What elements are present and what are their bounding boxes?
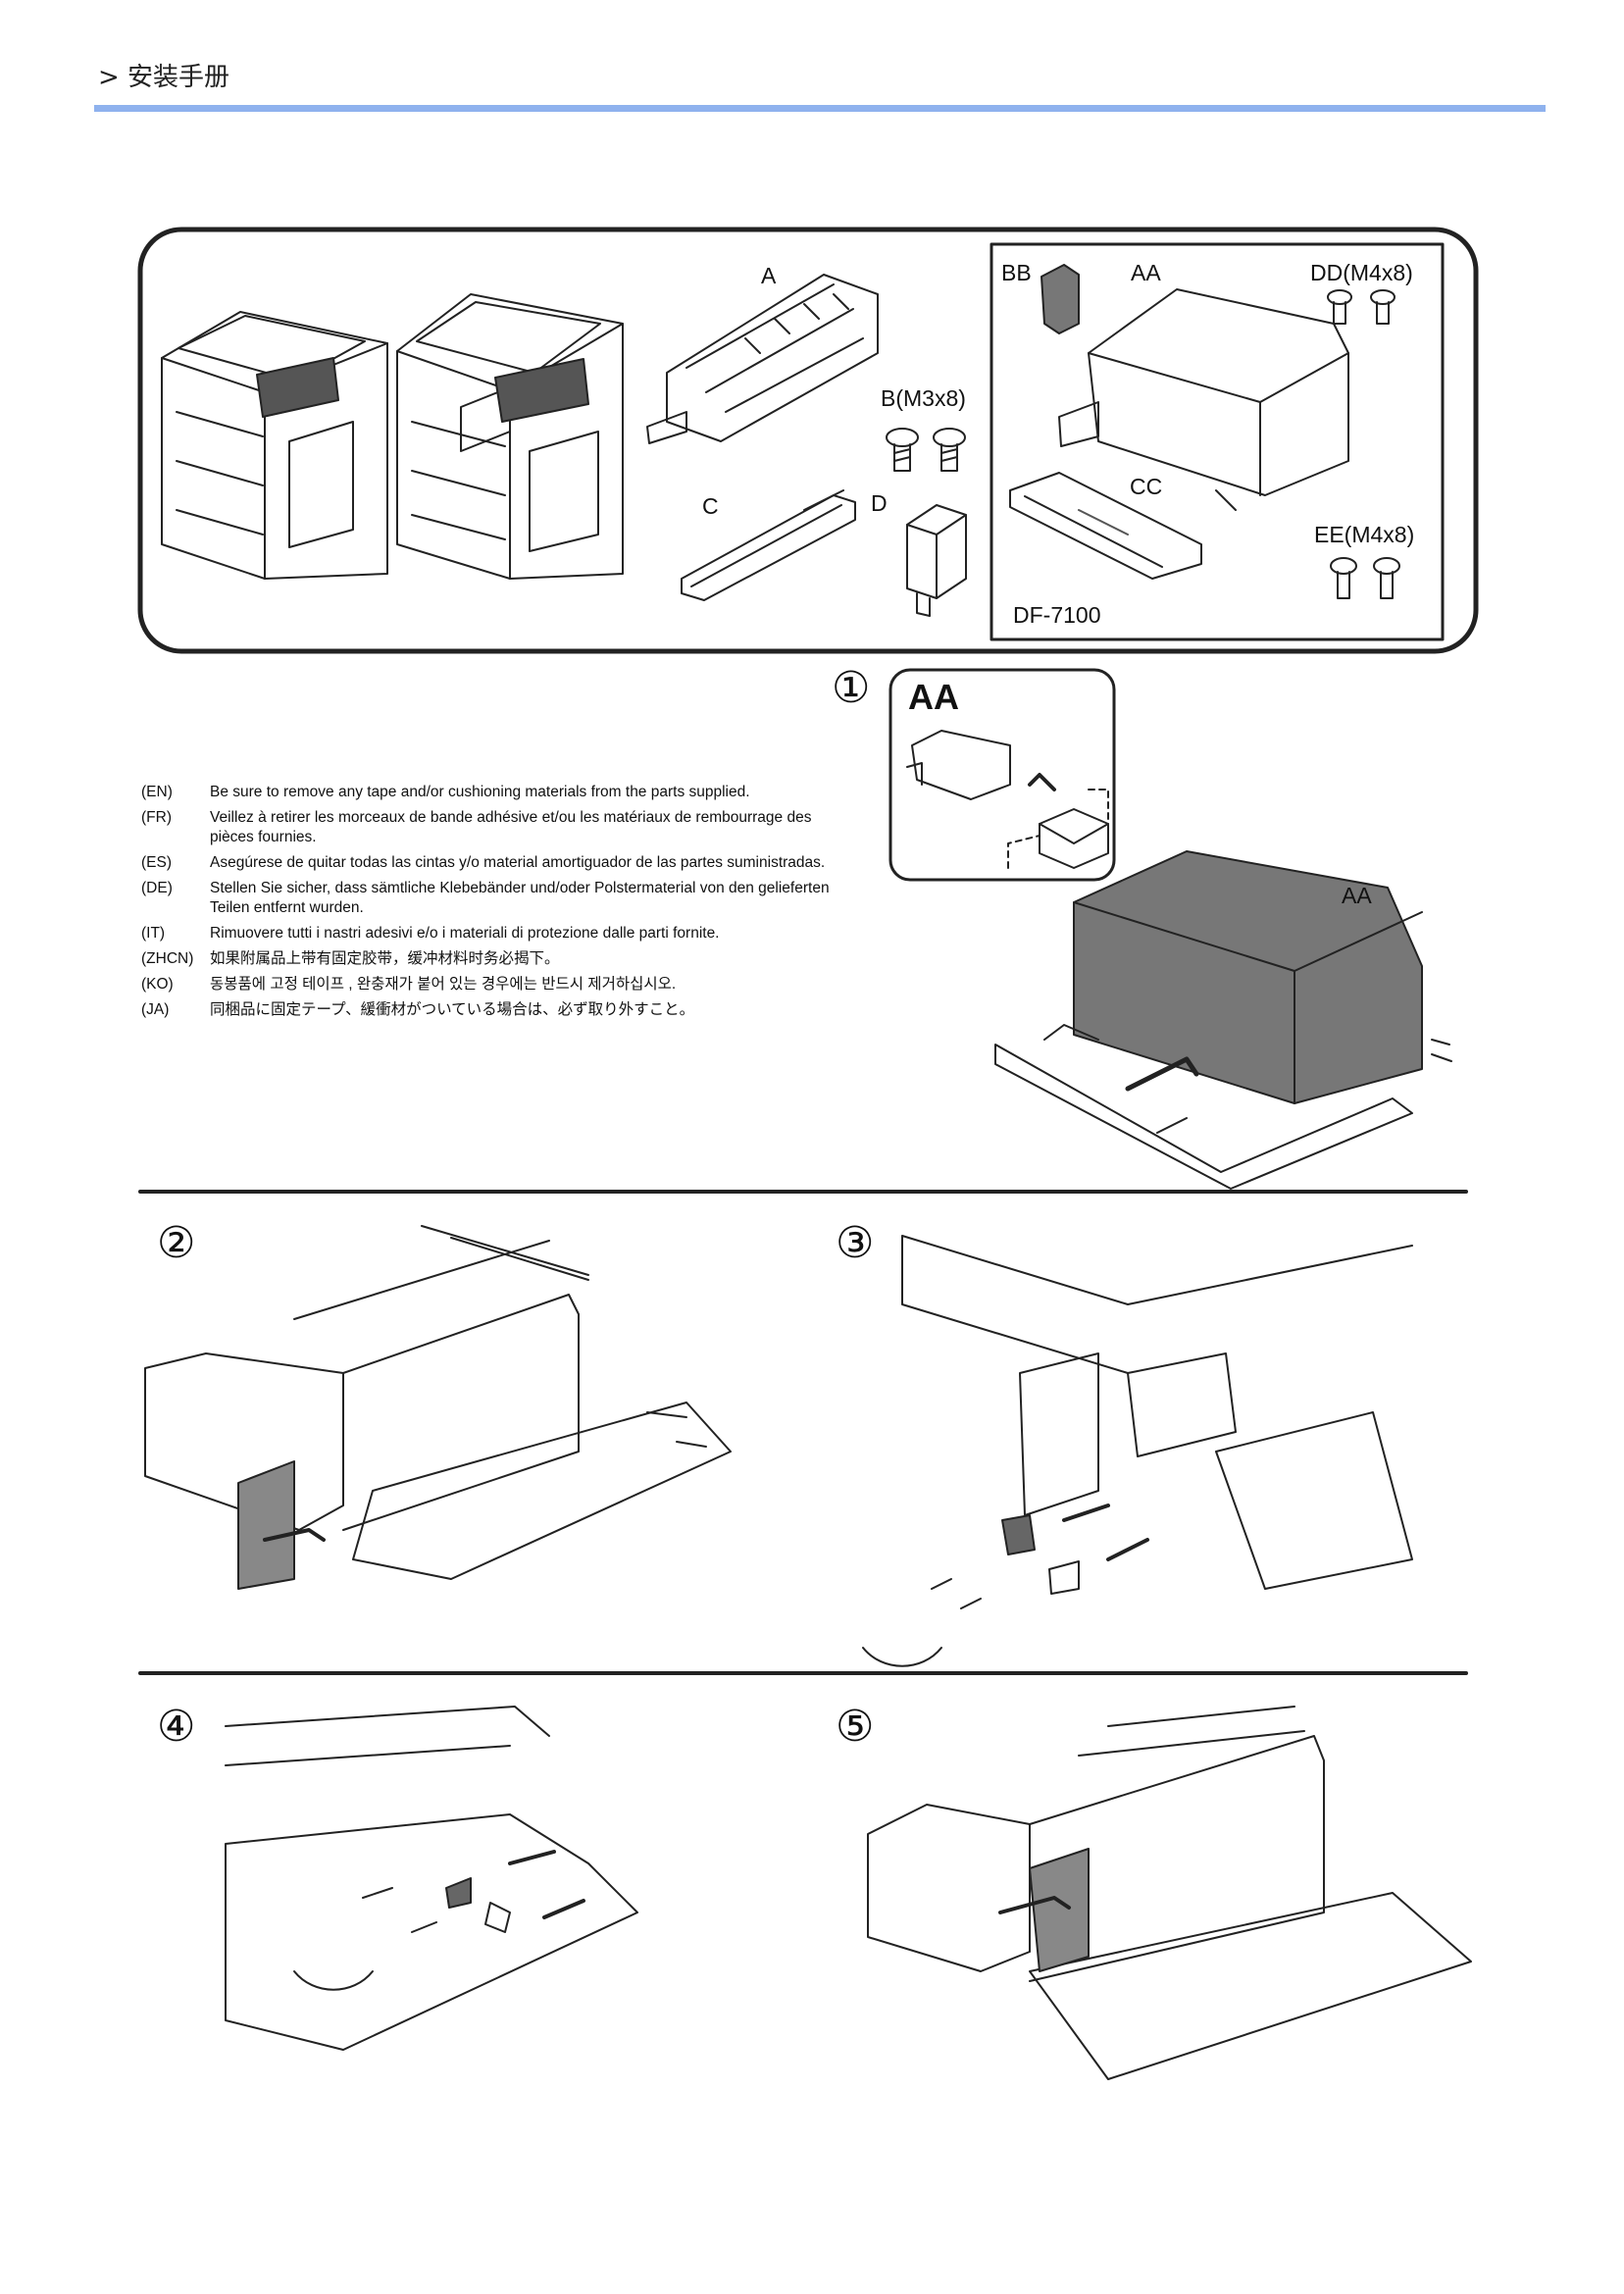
step2-illustration: [144, 1225, 732, 1590]
parts-box-frame: [137, 227, 1479, 654]
note-ko: (KO)동봉품에 고정 테이프 , 완충재가 붙어 있는 경우에는 반드시 제거…: [141, 976, 677, 993]
part-bb-illustration: [1040, 264, 1080, 334]
step3-illustration: [862, 1235, 1413, 1667]
note-zhcn: (ZHCN)如果附属品上带有固定胶带，缓冲材料时务必揭下。: [141, 950, 560, 967]
step1-part-label: AA: [908, 677, 959, 717]
label-part-a: A: [761, 263, 777, 288]
part-d-illustration: [906, 504, 967, 617]
label-part-dd: DD(M4x8): [1310, 260, 1413, 285]
step1-main-illustration: [994, 850, 1452, 1190]
note-it: (IT)Rimuovere tutti i nastri adesivi e/o…: [141, 925, 720, 942]
label-part-cc: CC: [1130, 474, 1163, 499]
step-3-number: ③: [836, 1218, 875, 1268]
copier-illustration-2: [396, 293, 624, 580]
note-ja: (JA)同梱品に固定テープ、緩衝材がついている場合は、必ず取り外すこと。: [141, 1001, 695, 1018]
label-part-d: D: [871, 490, 888, 516]
step1-inset-frame: [888, 668, 1116, 882]
note-fr: (FR)Veillez à retirer les morceaux de ba…: [141, 809, 812, 845]
part-dd-screws: [1327, 289, 1396, 325]
header-divider: [94, 105, 1546, 112]
note-de: (DE)Stellen Sie sicher, dass sämtliche K…: [141, 880, 830, 916]
label-part-c: C: [702, 493, 719, 519]
part-a-illustration: [646, 274, 879, 444]
step4-illustration: [225, 1706, 638, 2051]
step-5-number: ⑤: [836, 1702, 875, 1752]
step1-callout-aa: AA: [1342, 883, 1372, 908]
part-b-screws: [886, 428, 966, 472]
step-2-number: ②: [157, 1218, 196, 1268]
model-number: DF-7100: [1013, 602, 1101, 628]
label-part-ee: EE(M4x8): [1314, 522, 1415, 547]
note-es: (ES)Asegúrese de quitar todas las cintas…: [141, 854, 826, 871]
kit-box-frame: [990, 242, 1445, 641]
label-part-aa: AA: [1131, 260, 1161, 285]
step-4-number: ④: [157, 1702, 196, 1752]
step1-inset-illustration: [906, 730, 1109, 869]
copier-illustration-1: [161, 311, 388, 580]
breadcrumb: > 安装手册: [98, 63, 230, 92]
note-en: (EN)Be sure to remove any tape and/or cu…: [141, 784, 750, 800]
label-part-bb: BB: [1001, 260, 1032, 285]
part-c-illustration: [681, 489, 856, 601]
part-cc-illustration: [1009, 472, 1202, 580]
label-part-b: B(M3x8): [881, 385, 966, 411]
multilingual-notes: (EN)Be sure to remove any tape and/or cu…: [141, 783, 847, 1026]
step5-illustration: [867, 1706, 1472, 2080]
part-aa-illustration: [1058, 288, 1349, 511]
part-ee-screws: [1330, 557, 1400, 599]
step-1-number: ①: [832, 663, 871, 713]
